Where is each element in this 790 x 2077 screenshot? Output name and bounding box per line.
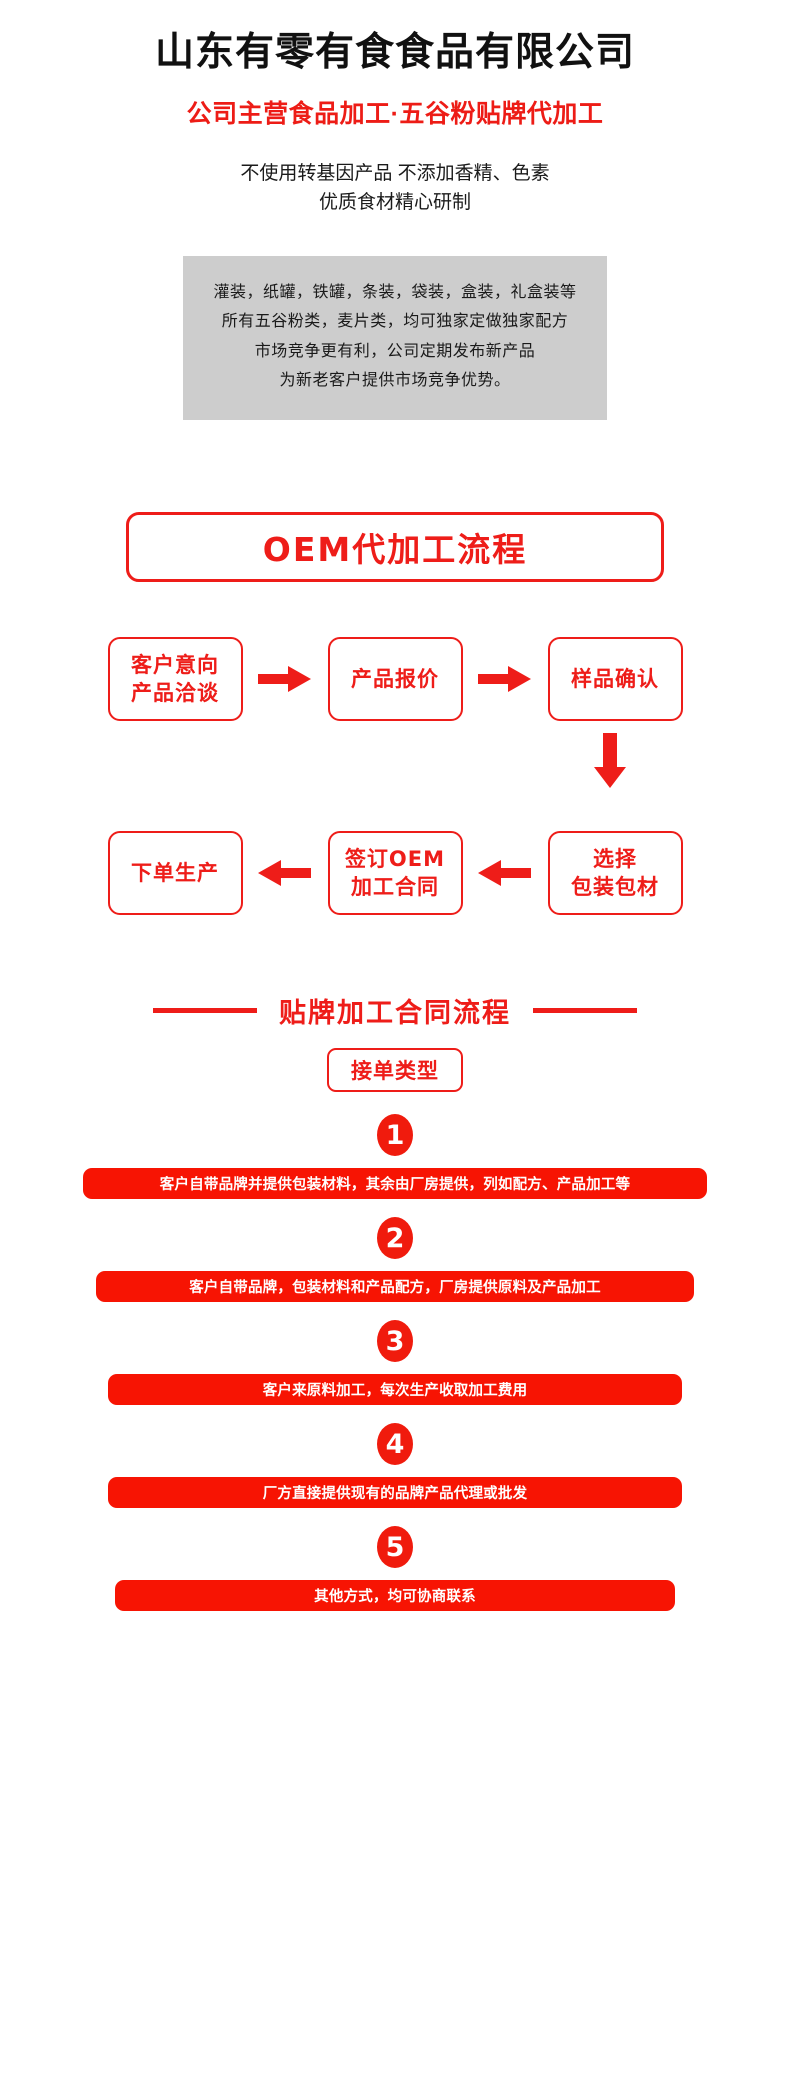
number-badge-wrapper: 4 (0, 1423, 790, 1466)
number-badge-wrapper: 5 (0, 1526, 790, 1569)
tagline-block: 不使用转基因产品 不添加香精、色素 优质食材精心研制 (0, 159, 790, 218)
number-badge-wrapper: 3 (0, 1320, 790, 1363)
flow-step-label-line1: 客户意向 (131, 652, 219, 677)
flow-step-sample-confirm: 样品确认 (547, 637, 683, 722)
flow-step-product-quote: 产品报价 (327, 637, 463, 722)
oem-banner-title: OEM代加工流程 (262, 530, 528, 570)
flow-step-label-line1: 签订OEM (344, 846, 446, 871)
arrow-left-icon (463, 858, 548, 888)
order-type-bar: 客户自带品牌并提供包装材料，其余由厂房提供，列如配方、产品加工等 (83, 1168, 707, 1200)
divider-right (533, 1008, 637, 1014)
contract-section-heading: 贴牌加工合同流程 (0, 991, 790, 1030)
oem-banner: OEM代加工流程 (126, 512, 664, 583)
contract-flow-section: 贴牌加工合同流程 接单类型 1 客户自带品牌并提供包装材料，其余由厂房提供，列如… (0, 991, 790, 1612)
number-badge: 3 (377, 1320, 413, 1363)
number-badge: 4 (377, 1423, 413, 1466)
flow-step-label-line1: 选择 (593, 846, 637, 871)
list-item: 3 客户来原料加工，每次生产收取加工费用 (0, 1320, 790, 1406)
bottom-spacer (0, 1611, 790, 1657)
oem-banner-wrapper: OEM代加工流程 (0, 512, 790, 583)
number-badge: 5 (377, 1526, 413, 1569)
order-type-pill-wrapper: 接单类型 (0, 1048, 790, 1093)
flow-step-label-line1: 产品报价 (351, 666, 439, 691)
list-item: 1 客户自带品牌并提供包装材料，其余由厂房提供，列如配方、产品加工等 (0, 1114, 790, 1200)
arrow-right-icon (463, 664, 548, 694)
oem-flow-row-2: 下单生产 签订OEM 加工合同 选择 包装包材 (0, 831, 790, 916)
list-item: 2 客户自带品牌，包装材料和产品配方，厂房提供原料及产品加工 (0, 1217, 790, 1303)
order-type-list: 1 客户自带品牌并提供包装材料，其余由厂房提供，列如配方、产品加工等 2 客户自… (0, 1114, 790, 1612)
flow-step-label-line1: 样品确认 (571, 666, 659, 691)
order-type-bar: 其他方式，均可协商联系 (115, 1580, 675, 1612)
info-box-line-2: 所有五谷粉类，麦片类，均可独家定做独家配方 (221, 313, 569, 331)
arrow-right-icon (243, 664, 328, 694)
page-header: 山东有零有食食品有限公司 公司主营食品加工·五谷粉贴牌代加工 不使用转基因产品 … (0, 0, 790, 218)
flow-step-label-line2: 加工合同 (351, 875, 439, 900)
list-item: 4 厂方直接提供现有的品牌产品代理或批发 (0, 1423, 790, 1509)
order-type-bar: 客户来原料加工，每次生产收取加工费用 (108, 1374, 682, 1406)
flow-step-label-line2: 包装包材 (571, 875, 659, 900)
order-type-bar: 厂方直接提供现有的品牌产品代理或批发 (108, 1477, 682, 1509)
contract-heading-text: 贴牌加工合同流程 (279, 998, 511, 1030)
arrow-down-icon-row (0, 733, 790, 789)
order-type-pill: 接单类型 (327, 1048, 463, 1093)
arrow-down-icon (593, 733, 627, 789)
company-title: 山东有零有食食品有限公司 (154, 30, 635, 75)
number-badge: 2 (377, 1217, 413, 1260)
list-item: 5 其他方式，均可协商联系 (0, 1526, 790, 1612)
flow-step-label-line1: 下单生产 (131, 860, 219, 885)
flow-step-place-order: 下单生产 (107, 831, 243, 916)
flow-step-choose-packaging: 选择 包装包材 (547, 831, 683, 916)
info-box-line-4: 为新老客户提供市场竞争优势。 (279, 372, 511, 390)
number-badge-wrapper: 2 (0, 1217, 790, 1260)
number-badge: 1 (377, 1114, 413, 1157)
company-subtitle: 公司主营食品加工·五谷粉贴牌代加工 (186, 99, 604, 128)
flow-step-label-line2: 产品洽谈 (131, 681, 219, 706)
info-box-line-1: 灌装，纸罐，铁罐，条装，袋装，盒装，礼盒装等 (213, 283, 577, 301)
flow-step-sign-oem-contract: 签订OEM 加工合同 (327, 831, 463, 916)
divider-left (153, 1008, 257, 1014)
info-box: 灌装，纸罐，铁罐，条装，袋装，盒装，礼盒装等 所有五谷粉类，麦片类，均可独家定做… (183, 255, 607, 421)
oem-flow-row-1: 客户意向 产品洽谈 产品报价 样品确认 (0, 637, 790, 722)
flow-step-customer-intent: 客户意向 产品洽谈 (107, 637, 243, 722)
info-box-line-3: 市场竞争更有利，公司定期发布新产品 (254, 342, 536, 360)
tagline-line-1: 不使用转基因产品 不添加香精、色素 (240, 162, 550, 184)
arrow-left-icon (243, 858, 328, 888)
tagline-line-2: 优质食材精心研制 (318, 192, 471, 214)
order-type-bar: 客户自带品牌，包装材料和产品配方，厂房提供原料及产品加工 (96, 1271, 694, 1303)
number-badge-wrapper: 1 (0, 1114, 790, 1157)
